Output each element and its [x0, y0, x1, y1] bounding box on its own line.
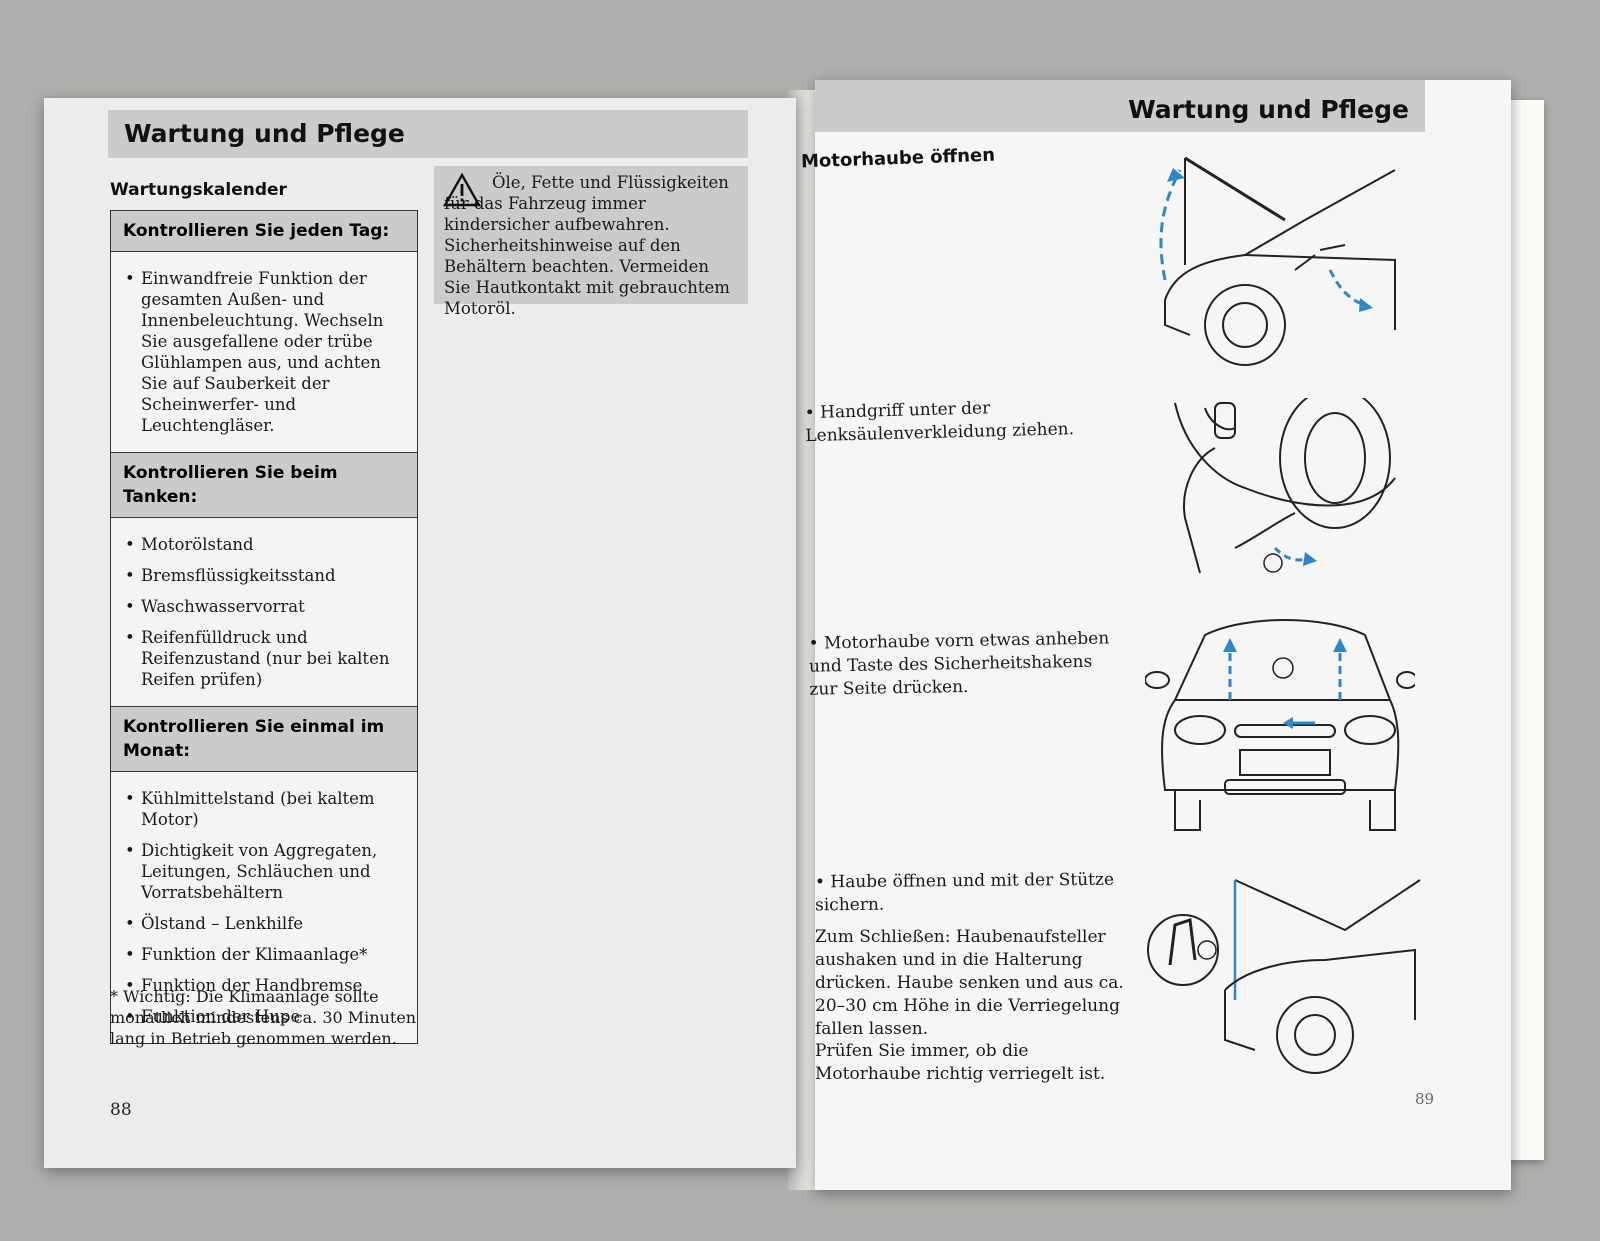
calendar-heading-refuel: Kontrollieren Sie beim Tanken: [111, 452, 417, 518]
warning-triangle-icon [442, 172, 482, 207]
instruction-check-lock: Prüfen Sie immer, ob die Motorhaube rich… [815, 1041, 1106, 1084]
page-number: 88 [110, 1100, 132, 1120]
maintenance-calendar-table: Kontrollieren Sie jeden Tag: Einwandfrei… [110, 210, 418, 1044]
footnote: * Wichtig: Die Klimaanlage sollte monatl… [110, 987, 417, 1048]
instruction-closing: Zum Schließen: Haubenaufsteller aushaken… [815, 927, 1124, 1039]
calendar-list-monthly: Kühlmittelstand (bei kaltem Motor) Dicht… [111, 772, 417, 1043]
steering-column-illustration [1174, 398, 1396, 574]
list-item: Reifenfülldruck und Reifenzustand (nur b… [123, 627, 407, 690]
calendar-heading-daily: Kontrollieren Sie jeden Tag: [111, 211, 417, 252]
list-item: Funktion der Handbremse [123, 975, 407, 996]
left-page: Wartung und Pflege Wartungskalender Kont… [44, 98, 796, 1168]
calendar-list-daily: Einwandfreie Funktion der gesamten Außen… [111, 252, 417, 452]
list-item: Einwandfreie Funktion der gesamten Außen… [123, 268, 407, 436]
car-open-hood-illustration [1159, 156, 1396, 366]
list-item: Kühlmittelstand (bei kaltem Motor) [123, 788, 407, 830]
list-item: Funktion der Hupe [123, 1006, 407, 1027]
page-number: 89 [1415, 1090, 1435, 1108]
instruction-lift-hood: • Motorhaube vorn etwas anheben und Tast… [808, 628, 1110, 700]
list-item: Waschwasservorrat [123, 596, 407, 617]
list-item: Motorölstand [123, 534, 407, 555]
instruction-pull-handle: • Handgriff unter der Lenksäulenverkleid… [804, 398, 1075, 447]
instruction-open-hood: • Haube öffnen und mit der Stütze sicher… [814, 869, 1115, 916]
calendar-heading-monthly: Kontrollieren Sie einmal im Monat: [111, 706, 417, 772]
section-title: Motorhaube öffnen [800, 144, 996, 173]
list-item: Dichtigkeit von Aggregaten, Leitungen, S… [123, 840, 407, 903]
warning-box: Öle, Fette und Flüssigkeiten für das Fah… [434, 166, 748, 318]
warning-text: Öle, Fette und Flüssigkeiten für das Fah… [444, 173, 730, 318]
right-page: Wartung und Pflege Motorhaube öffnen • H… [801, 80, 1511, 1190]
calendar-list-refuel: Motorölstand Bremsflüssigkeitsstand Wasc… [111, 518, 417, 706]
page-header: Wartung und Pflege [108, 110, 748, 158]
car-front-illustration [1145, 619, 1415, 831]
hood-prop-illustration [1147, 879, 1421, 1074]
list-item: Ölstand – Lenkhilfe [123, 913, 407, 934]
list-item: Funktion der Klimaanlage* [123, 944, 407, 965]
section-title: Wartungskalender [110, 180, 287, 200]
page-header: Wartung und Pflege [815, 80, 1425, 132]
list-item: Bremsflüssigkeitsstand [123, 565, 407, 586]
